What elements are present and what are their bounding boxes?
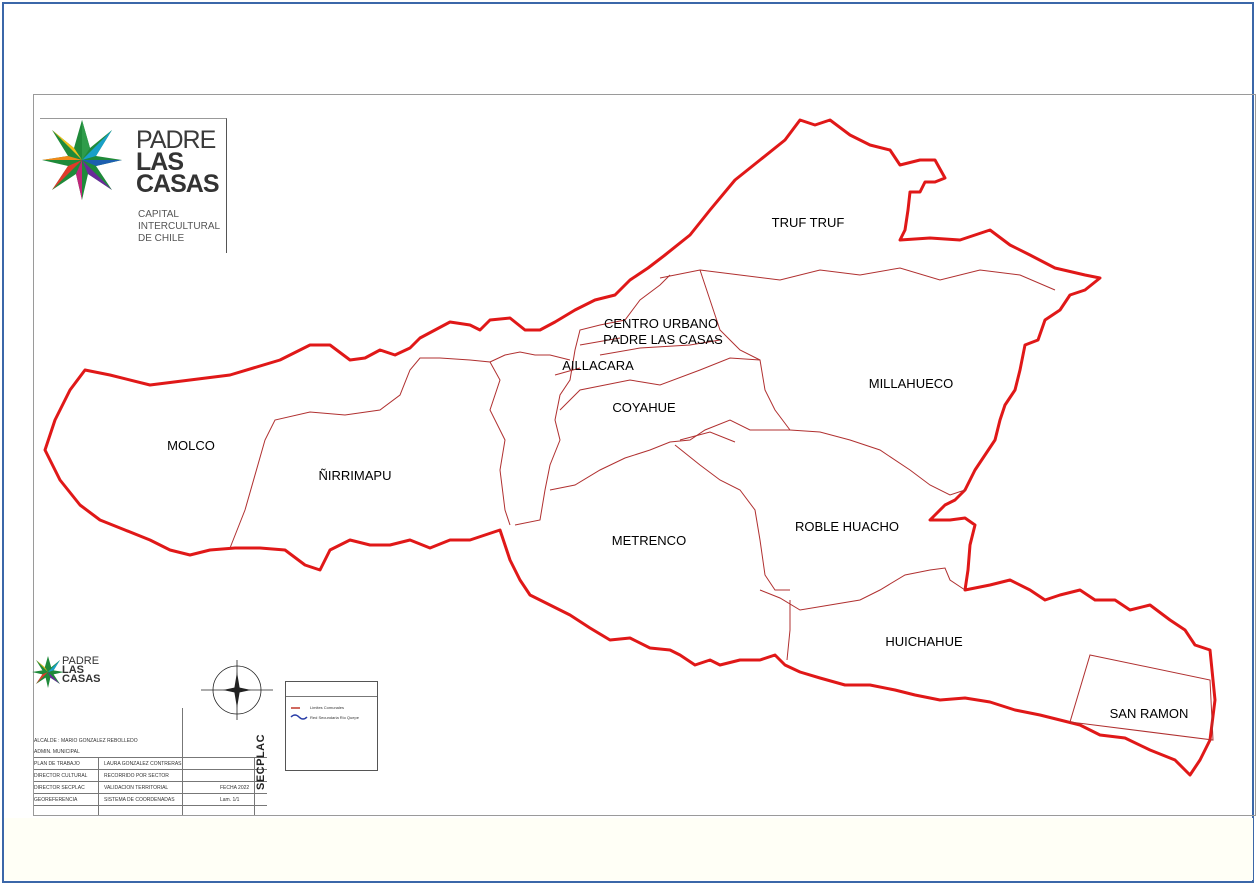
title-block-row4-far: Lam. 1/1 (220, 797, 240, 803)
small-logo-line-3: CASAS (62, 673, 101, 685)
title-block-alcalde: ALCALDE : MARIO GONZALEZ REBOLLEDO (34, 738, 138, 744)
title-block-row3-left: DIRECTOR SECPLAC (34, 785, 85, 791)
legend-item-2: Red Secundaria Rio Quepe (310, 715, 359, 720)
title-block-row4-right: SISTEMA DE COORDENADAS (104, 797, 175, 803)
title-block-row3-far: FECHA 2022 (220, 785, 250, 791)
logo-wordmark: PADRE LAS CASAS (136, 126, 220, 198)
bottom-band (4, 818, 1253, 880)
san-ramon-boundary (1069, 654, 1214, 741)
legend-item-1: Limites Comunales (310, 705, 345, 710)
legend-panel: Limites Comunales Red Secundaria Rio Que… (285, 681, 378, 771)
region-label-millahueco: MILLAHUECO (869, 376, 954, 391)
region-label-aillacara: AILLACARA (562, 358, 634, 373)
legend-line-icons (290, 707, 308, 720)
region-label-centro-urbano: CENTRO URBANO (604, 316, 718, 331)
small-logo-line-1: PADRE (62, 655, 100, 667)
region-label-nirrimapu: ÑIRRIMAPU (319, 468, 392, 483)
logo-subtitle: CAPITAL INTERCULTURAL DE CHILE (138, 209, 220, 245)
logo-subtitle-3: DE CHILE (138, 233, 185, 244)
north-arrow-icon (201, 660, 273, 720)
logo-line-3: CASAS (136, 170, 220, 198)
region-label-truf-truf: TRUF TRUF (772, 215, 845, 230)
title-block-row1-left: PLAN DE TRABAJO (34, 761, 80, 767)
region-label-san-ramon: SAN RAMON (1110, 706, 1189, 721)
title-block-row2-left: DIRECTOR CULTURAL (34, 773, 88, 779)
title-block-row1-right: LAURA GONZALEZ CONTRERAS (104, 761, 182, 767)
small-logo-line-2: LAS (62, 664, 84, 676)
logo-subtitle-1: CAPITAL (138, 209, 179, 220)
small-logo-star-icon (32, 656, 64, 688)
title-block-row3-right: VALIDACION TERRITORIAL (104, 785, 169, 791)
title-block: ALCALDE : MARIO GONZALEZ REBOLLEDO ADMIN… (34, 645, 267, 815)
small-logo-wordmark: PADRE LAS CASAS (62, 655, 101, 685)
logo-subtitle-2: INTERCULTURAL (138, 221, 221, 232)
region-label-coyahue: COYAHUE (612, 400, 676, 415)
title-block-admin: ADMIN. MUNICIPAL (34, 749, 80, 755)
logo-star-icon (42, 120, 122, 200)
logo-panel: PADRE LAS CASAS CAPITAL INTERCULTURAL DE… (40, 118, 227, 253)
internal-boundaries (229, 267, 1056, 661)
map-sheet (33, 94, 1256, 816)
region-label-roble-huacho: ROBLE HUACHO (795, 519, 899, 534)
region-label-huichahue: HUICHAHUE (885, 634, 963, 649)
title-block-row4-left: GEOREFERENCIA (34, 797, 78, 803)
commune-boundary (43, 118, 1217, 777)
region-label-padre-las-casas: PADRE LAS CASAS (603, 332, 723, 347)
logo-line-1: PADRE (136, 126, 216, 154)
secplac-label: SECPLAC (255, 733, 267, 790)
region-label-metrenco: METRENCO (612, 533, 686, 548)
title-block-row2-right: RECORRIDO POR SECTOR (104, 773, 169, 779)
logo-line-2: LAS (136, 148, 184, 176)
region-label-molco: MOLCO (167, 438, 215, 453)
